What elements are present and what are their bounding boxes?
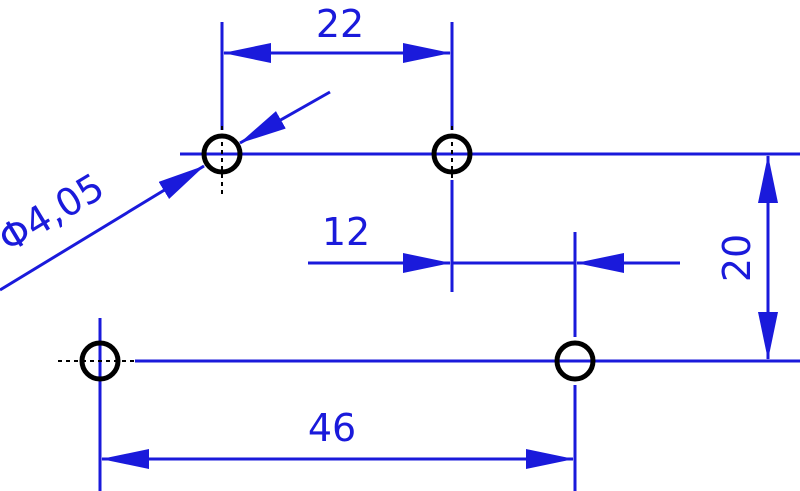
dimension-22-label: 22: [316, 2, 364, 46]
dimension-20-label: 20: [715, 234, 759, 282]
diameter-leader-upper: [239, 90, 331, 145]
dimension-12-label: 12: [322, 210, 370, 254]
dimension-20: 20: [715, 155, 778, 360]
dimension-22: 22: [223, 2, 451, 63]
hole-3: [58, 340, 135, 382]
dimension-12: 12: [308, 210, 680, 273]
hole-4: [554, 340, 596, 382]
dimension-46: 46: [101, 406, 574, 469]
diameter-label: Φ4,05: [0, 165, 112, 262]
diameter-leader-lower: [0, 164, 205, 292]
holes: [58, 126, 596, 382]
dimension-46-label: 46: [308, 406, 356, 450]
hole-center-lines: [135, 152, 800, 363]
hole-4-circle: [554, 340, 596, 382]
extension-lines: [98, 22, 577, 491]
hole-2: [431, 126, 473, 182]
hole-1: [201, 126, 243, 196]
diameter-dimension: Φ4,05: [0, 90, 331, 292]
